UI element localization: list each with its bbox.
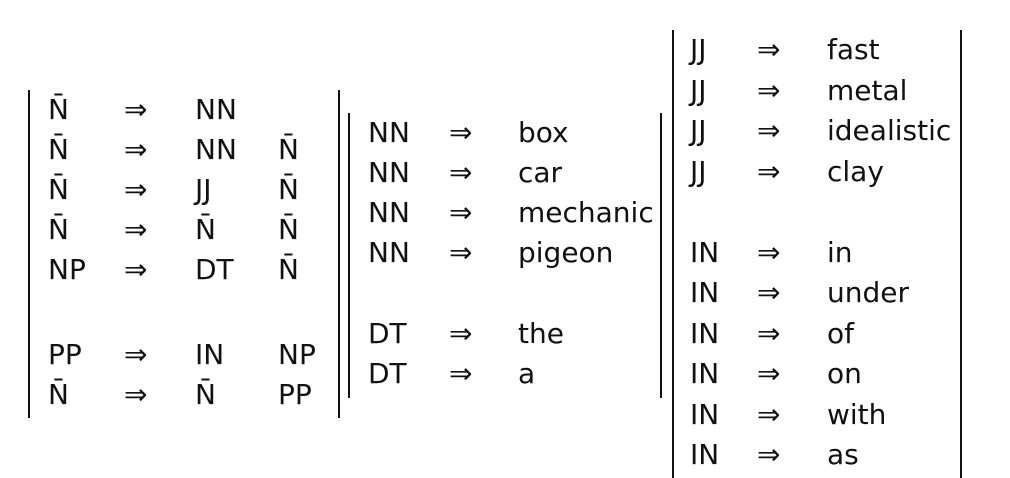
rewrite-arrow-icon: ⇒ (124, 173, 148, 206)
rule-lhs: IN (690, 438, 720, 471)
rewrite-arrow-icon: ⇒ (757, 155, 781, 188)
rule-lhs: NN (368, 236, 410, 269)
rewrite-arrow-icon: ⇒ (124, 253, 148, 286)
right-bracket-line (660, 113, 662, 398)
rule-lhs: PP (48, 338, 82, 371)
rewrite-arrow-icon: ⇒ (449, 196, 473, 229)
rewrite-arrow-icon: ⇒ (449, 357, 473, 390)
rule-lhs: DT (368, 357, 407, 390)
rewrite-arrow-icon: ⇒ (757, 33, 781, 66)
rule-lhs: NN (368, 116, 410, 149)
rule-rhs-word: idealistic (827, 114, 952, 147)
rewrite-arrow-icon: ⇒ (757, 114, 781, 147)
rewrite-arrow-icon: ⇒ (757, 74, 781, 107)
rule-lhs: JJ (690, 74, 707, 107)
rule-lhs: JJ (690, 155, 707, 188)
rule-lhs: N̄ (48, 213, 69, 246)
rule-rhs-word: in (827, 236, 853, 269)
rule-rhs-word: pigeon (518, 236, 614, 269)
rule-rhs-word: metal (827, 74, 908, 107)
rule-lhs: DT (368, 317, 407, 350)
rule-block-adjectives-prepositions: JJ ⇒ fast JJ ⇒ metal JJ ⇒ idealistic JJ … (672, 30, 964, 478)
rule-lhs: NN (368, 196, 410, 229)
rule-rhs-word: of (827, 317, 854, 350)
rule-lhs: N̄ (48, 173, 69, 206)
rewrite-arrow-icon: ⇒ (757, 357, 781, 390)
rule-rhs-second: PP (278, 378, 312, 411)
rule-rhs-second: N̄ (278, 133, 299, 166)
rule-rhs-word: under (827, 276, 910, 309)
rewrite-arrow-icon: ⇒ (124, 133, 148, 166)
rewrite-arrow-icon: ⇒ (449, 317, 473, 350)
rule-rhs-first: JJ (195, 173, 212, 206)
rule-rhs-word: car (518, 156, 563, 189)
rule-rhs-second: N̄ (278, 253, 299, 286)
rule-lhs: JJ (690, 114, 707, 147)
left-bracket-line (28, 90, 30, 418)
right-bracket-line (960, 30, 962, 478)
left-bracket-line (348, 113, 350, 398)
rule-rhs-first: NN (195, 93, 237, 126)
rule-rhs-first: N̄ (195, 378, 216, 411)
rule-lhs: N̄ (48, 93, 69, 126)
rewrite-arrow-icon: ⇒ (449, 156, 473, 189)
rule-lhs: IN (690, 317, 720, 350)
rule-rhs-word: the (518, 317, 564, 350)
rewrite-arrow-icon: ⇒ (757, 236, 781, 269)
rewrite-arrow-icon: ⇒ (757, 398, 781, 431)
rule-rhs-first: N̄ (195, 213, 216, 246)
rewrite-arrow-icon: ⇒ (124, 213, 148, 246)
rule-lhs: JJ (690, 33, 707, 66)
rule-rhs-word: box (518, 116, 569, 149)
rule-lhs: IN (690, 357, 720, 390)
rule-rhs-word: fast (827, 33, 880, 66)
rewrite-arrow-icon: ⇒ (124, 378, 148, 411)
rule-rhs-word: a (518, 357, 536, 390)
rewrite-arrow-icon: ⇒ (449, 236, 473, 269)
rule-block-phrase: N̄ ⇒ NN N̄ ⇒ NN N̄ N̄ ⇒ JJ N̄ N̄ ⇒ N̄ N̄… (28, 90, 346, 418)
rule-rhs-word: on (827, 357, 862, 390)
rule-rhs-first: IN (195, 338, 225, 371)
rewrite-arrow-icon: ⇒ (449, 116, 473, 149)
rule-rhs-second: N̄ (278, 173, 299, 206)
rewrite-arrow-icon: ⇒ (757, 276, 781, 309)
rewrite-arrow-icon: ⇒ (124, 338, 148, 371)
rule-lhs: IN (690, 398, 720, 431)
left-bracket-line (672, 30, 674, 478)
rule-rhs-word: as (827, 438, 859, 471)
rule-rhs-first: NN (195, 133, 237, 166)
rule-lhs: NN (368, 156, 410, 189)
rule-lhs: N̄ (48, 378, 69, 411)
rewrite-arrow-icon: ⇒ (124, 93, 148, 126)
rule-lhs: NP (48, 253, 86, 286)
right-bracket-line (338, 90, 340, 418)
rewrite-arrow-icon: ⇒ (757, 317, 781, 350)
rule-lhs: IN (690, 276, 720, 309)
rule-lhs: N̄ (48, 133, 69, 166)
rule-rhs-word: clay (827, 155, 884, 188)
rule-rhs-word: mechanic (518, 196, 654, 229)
rule-rhs-word: with (827, 398, 887, 431)
rule-rhs-second: NP (278, 338, 316, 371)
rewrite-arrow-icon: ⇒ (757, 438, 781, 471)
rule-block-nouns-determiners: NN ⇒ box NN ⇒ car NN ⇒ mechanic NN ⇒ pig… (348, 113, 664, 398)
rule-rhs-first: DT (195, 253, 234, 286)
rule-lhs: IN (690, 236, 720, 269)
rule-rhs-second: N̄ (278, 213, 299, 246)
